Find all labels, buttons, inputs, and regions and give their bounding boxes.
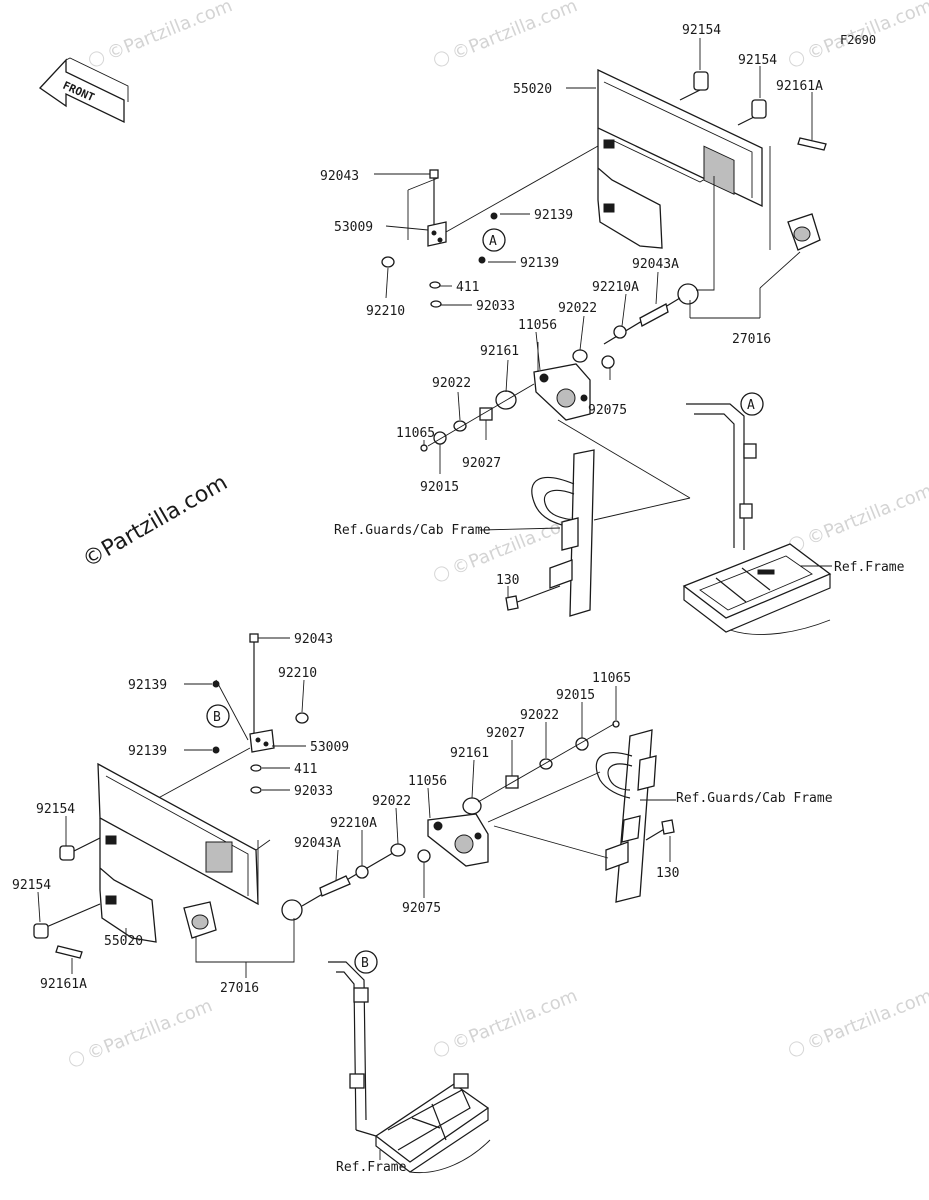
callout-b-text: B: [213, 710, 221, 725]
callout-b-frame: B: [354, 950, 378, 974]
bracket-11056-lower: [417, 813, 489, 867]
label-92075: 92075: [402, 901, 441, 916]
label-ref-guards-cab-frame: Ref.Guards/Cab Frame: [676, 791, 833, 806]
taillight-housing-lower: [97, 762, 271, 943]
bolt-130-lower: [645, 819, 675, 841]
taillight-housing-upper: [597, 68, 763, 249]
label-92154: 92154: [36, 802, 75, 817]
label-92022: 92022: [432, 376, 471, 391]
label-92161: 92161: [480, 344, 519, 359]
label-92043A: 92043A: [294, 836, 341, 851]
vehicle-frame-lower: [328, 961, 491, 1174]
label-92154: 92154: [12, 878, 51, 893]
stud-92043A-upper: [572, 297, 681, 363]
label-92027: 92027: [486, 726, 525, 741]
label-92027: 92027: [462, 456, 501, 471]
callout-b-text: B: [361, 956, 369, 971]
label-92161: 92161: [450, 746, 489, 761]
upper-assembly: A: [320, 23, 905, 635]
watermark-text: ©Partzilla.com: [104, 0, 235, 65]
watermark-text: ©Partzilla.com: [449, 0, 580, 65]
copyright-text: ©Partzilla.com: [79, 470, 232, 573]
ring-nut-upper: [677, 283, 699, 305]
label-92022: 92022: [372, 794, 411, 809]
label-11065: 11065: [592, 671, 631, 686]
cab-frame-post-upper: [479, 419, 691, 617]
bolt-92154-lower-1: [59, 837, 101, 861]
label-ref-guards-cab-frame: Ref.Guards/Cab Frame: [334, 523, 491, 538]
label-92043: 92043: [320, 169, 359, 184]
label-53009: 53009: [334, 220, 373, 235]
label-92210A: 92210A: [592, 280, 639, 295]
bolt-92154-lower-2: [33, 903, 101, 939]
label-55020: 55020: [104, 934, 143, 949]
label-411: 411: [456, 280, 479, 295]
watermark-text: ©Partzilla.com: [449, 985, 580, 1054]
upper-leaders: [374, 38, 832, 598]
bolt-92154-upper-1: [679, 71, 709, 101]
label-55020: 55020: [513, 82, 552, 97]
copyright-mark: ©Partzilla.com: [79, 470, 232, 573]
diagram-code: F2690: [840, 33, 876, 47]
watermark-text: ©Partzilla.com: [804, 985, 929, 1054]
label-92043: 92043: [294, 632, 333, 647]
stud-92043A-lower: [301, 843, 406, 907]
callout-a-upper: A: [482, 228, 506, 252]
label-92015: 92015: [556, 688, 595, 703]
label-92139: 92139: [128, 744, 167, 759]
label-92139: 92139: [520, 256, 559, 271]
callout-a-frame: A: [740, 392, 764, 416]
callout-b-lower: B: [206, 704, 230, 728]
front-arrow-icon: FRONT: [39, 57, 129, 124]
lens-27016-lower: [183, 901, 217, 939]
label-92139: 92139: [534, 208, 573, 223]
label-92015: 92015: [420, 480, 459, 495]
label-92210: 92210: [366, 304, 405, 319]
bracket-53009-upper: [381, 145, 599, 308]
label-92154: 92154: [682, 23, 721, 38]
bolt-92154-upper-2: [737, 99, 767, 126]
vehicle-frame-upper: [682, 403, 832, 635]
label-92033: 92033: [294, 784, 333, 799]
watermark-text: ©Partzilla.com: [84, 995, 215, 1064]
pin-92161A-upper: [797, 137, 827, 151]
bolt-130-upper: [505, 585, 561, 611]
lower-assembly: B: [12, 632, 833, 1175]
label-92033: 92033: [476, 299, 515, 314]
label-92022: 92022: [520, 708, 559, 723]
watermark-text: ©Partzilla.com: [804, 480, 929, 549]
label-92210A: 92210A: [330, 816, 377, 831]
bushing-stack-upper: [420, 383, 535, 452]
callout-a-text: A: [489, 234, 497, 249]
label-92022: 92022: [558, 301, 597, 316]
bracket-11056-upper: [533, 342, 615, 421]
label-27016: 27016: [220, 981, 259, 996]
label-27016: 27016: [732, 332, 771, 347]
label-11056: 11056: [408, 774, 447, 789]
callout-a-text: A: [747, 398, 755, 413]
bushing-stack-lower: [462, 720, 620, 815]
label-92075: 92075: [588, 403, 627, 418]
label-ref-frame: Ref.Frame: [834, 560, 905, 575]
label-11056: 11056: [518, 318, 557, 333]
lower-leaders: [37, 637, 671, 1160]
label-92043A: 92043A: [632, 257, 679, 272]
cab-frame-post-lower: [487, 729, 676, 903]
pin-92161A-lower: [55, 945, 83, 959]
label-92210: 92210: [278, 666, 317, 681]
label-92154: 92154: [738, 53, 777, 68]
ring-nut-lower: [281, 899, 303, 921]
label-130: 130: [656, 866, 679, 881]
lens-27016-upper: [787, 213, 821, 251]
label-411: 411: [294, 762, 317, 777]
label-53009: 53009: [310, 740, 349, 755]
label-130: 130: [496, 573, 519, 588]
label-11065: 11065: [396, 426, 435, 441]
label-92139: 92139: [128, 678, 167, 693]
label-92161A: 92161A: [776, 79, 823, 94]
label-92161A: 92161A: [40, 977, 87, 992]
label-ref-frame: Ref.Frame: [336, 1160, 407, 1175]
